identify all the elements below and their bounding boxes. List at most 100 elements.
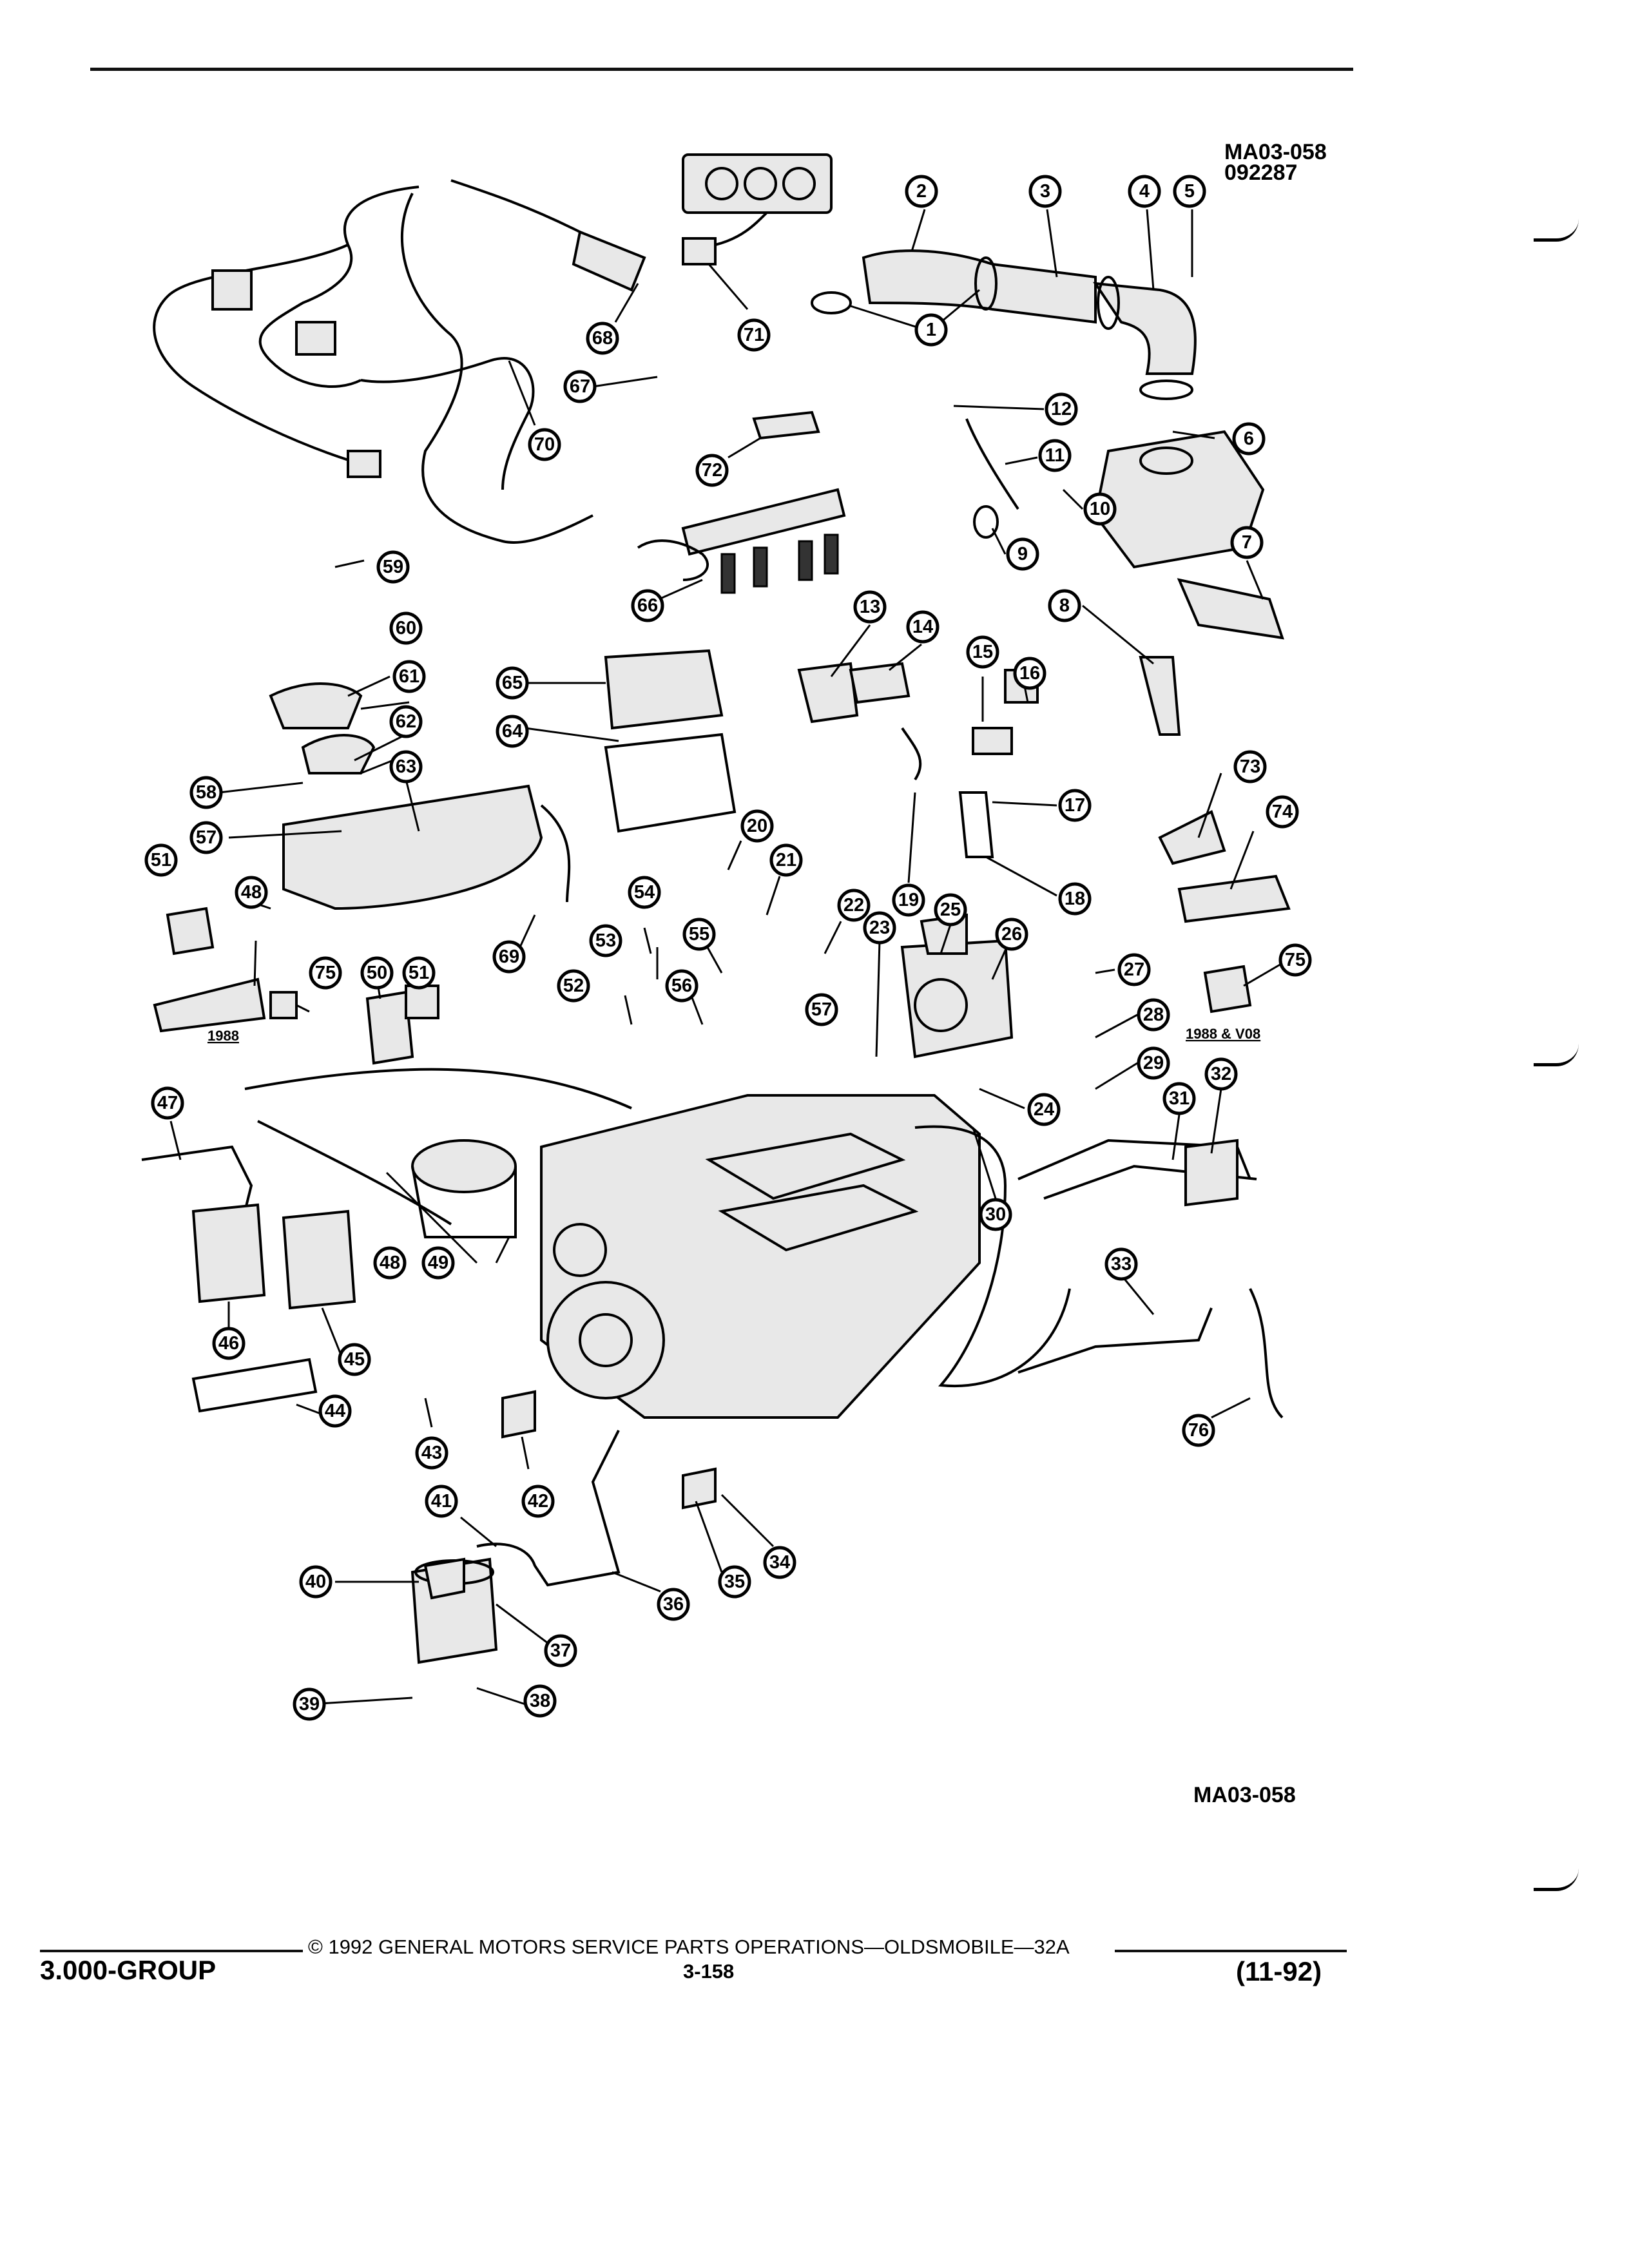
callout-37: 37 [544,1634,577,1667]
svg-text:44: 44 [325,1401,345,1421]
callout-24: 24 [1027,1093,1061,1126]
svg-text:6: 6 [1244,428,1254,449]
svg-text:1: 1 [926,320,936,340]
callout-52: 52 [557,969,590,1003]
svg-text:72: 72 [702,460,722,481]
svg-text:34: 34 [769,1552,790,1573]
callout-43: 43 [415,1436,448,1470]
svg-text:24: 24 [1034,1099,1054,1120]
callout-66: 66 [631,589,664,622]
svg-text:52: 52 [563,975,584,996]
svg-text:41: 41 [431,1491,452,1512]
callout-49: 49 [421,1246,455,1280]
callout-20: 20 [740,809,774,843]
callout-45: 45 [338,1343,371,1376]
svg-text:74: 74 [1272,802,1293,822]
callout-51-left: 51 [144,843,178,877]
callout-6: 6 [1232,422,1266,456]
callout-18: 18 [1058,882,1092,916]
svg-text:49: 49 [428,1253,448,1273]
air-cleaner [965,418,1284,640]
callout-44: 44 [318,1394,352,1428]
callout-27: 27 [1117,953,1151,986]
svg-text:70: 70 [534,434,555,455]
callout-65: 65 [496,666,529,700]
svg-text:23: 23 [869,918,890,938]
svg-text:75: 75 [1285,950,1306,970]
svg-text:39: 39 [299,1694,320,1715]
callout-48-lower: 48 [373,1246,407,1280]
svg-text:48: 48 [241,882,262,903]
callout-9: 9 [1006,537,1039,571]
callout-36: 36 [657,1588,690,1621]
svg-text:29: 29 [1143,1053,1164,1073]
callout-39: 39 [293,1687,326,1721]
callout-48-upper: 48 [235,876,268,909]
callout-73: 73 [1233,750,1267,783]
svg-text:60: 60 [396,618,416,639]
svg-text:71: 71 [744,325,764,345]
callout-61: 61 [392,660,426,693]
svg-text:55: 55 [689,924,709,945]
callout-34: 34 [763,1546,796,1579]
engine-assembly [540,1094,1071,1419]
callout-76: 76 [1182,1414,1215,1447]
callout-28: 28 [1137,998,1170,1032]
svg-text:56: 56 [671,975,692,996]
callout-30: 30 [979,1198,1012,1231]
callout-33: 33 [1104,1247,1138,1281]
callout-46: 46 [212,1327,246,1360]
svg-text:20: 20 [747,816,767,836]
svg-text:25: 25 [940,899,961,920]
svg-text:11: 11 [1045,445,1065,466]
callout-16: 16 [1013,657,1046,690]
svg-text:37: 37 [550,1640,571,1661]
svg-text:62: 62 [396,711,416,732]
callout-42: 42 [521,1485,555,1518]
figure-code-footer: MA03-058 [1193,1783,1296,1807]
callout-51-right: 51 [402,956,436,990]
callout-55: 55 [682,918,716,951]
svg-text:57: 57 [196,827,217,848]
svg-text:69: 69 [499,947,519,967]
svg-text:27: 27 [1124,959,1144,980]
callout-5: 5 [1173,175,1206,208]
wiring-harness [153,179,646,544]
callout-62: 62 [389,705,423,738]
svg-text:4: 4 [1139,181,1150,202]
svg-text:12: 12 [1051,399,1072,419]
svg-text:31: 31 [1169,1088,1190,1109]
figure-date: 092287 [1224,160,1298,185]
svg-text:51: 51 [151,850,171,870]
callout-10: 10 [1083,492,1117,526]
callout-64: 64 [496,715,529,748]
svg-text:14: 14 [912,617,933,637]
callout-69: 69 [492,940,526,974]
svg-text:9: 9 [1017,544,1028,564]
callout-17: 17 [1058,789,1092,822]
leader-lines [169,209,1283,1706]
footer-page-number: 3-158 [683,1960,735,1983]
callout-75-right: 75 [1278,943,1312,977]
footer-group-label: 3.000-GROUP [40,1955,217,1985]
svg-text:28: 28 [1143,1004,1164,1025]
callout-13: 13 [853,590,887,624]
svg-text:40: 40 [305,1571,326,1592]
callout-12: 12 [1045,392,1078,426]
callout-19: 19 [892,883,925,917]
variant-label-1988-v08: 1988 & V08 [1186,1026,1260,1042]
callout-2: 2 [905,175,938,208]
svg-text:54: 54 [634,882,655,903]
svg-text:8: 8 [1059,595,1070,616]
callout-50: 50 [360,956,394,990]
callout-75-left: 75 [309,956,342,990]
svg-text:68: 68 [592,328,613,349]
svg-text:38: 38 [530,1691,550,1711]
svg-text:10: 10 [1090,499,1110,519]
svg-text:48: 48 [380,1253,400,1273]
callout-74: 74 [1266,795,1299,829]
callout-67: 67 [563,370,597,403]
callout-1: 1 [914,313,948,347]
callout-8: 8 [1048,589,1081,622]
svg-text:16: 16 [1019,663,1040,684]
